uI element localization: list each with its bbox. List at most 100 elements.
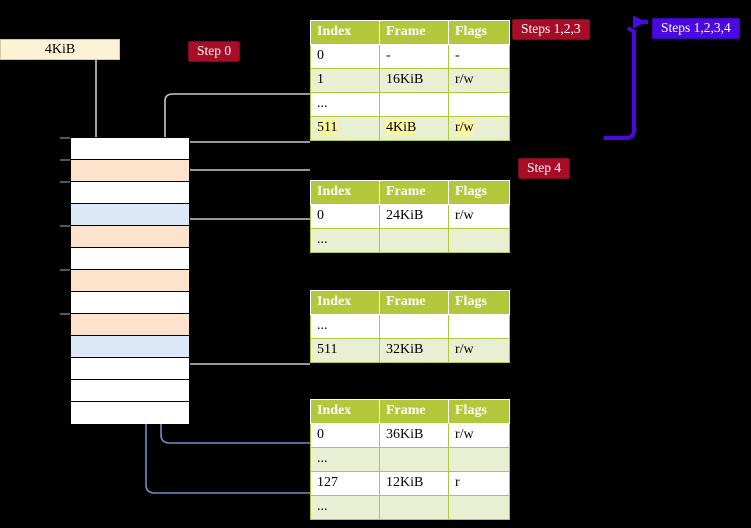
cell-frame-text: 4KiB [386,119,417,135]
memory-frame-row [71,182,189,204]
table-row: 0 - - [310,43,510,69]
column-header-index: Index [310,290,380,315]
memory-tick [60,137,71,139]
column-header-flags: Flags [448,180,510,205]
cell-frame [379,227,449,253]
cell-flags [448,446,510,472]
bracket-steps-1234 [604,15,648,140]
cell-frame: 36KiB [379,422,449,448]
table-row: 0 36KiB r/w [310,422,510,448]
memory-frame-row [71,314,189,336]
memory-frame-row [71,226,189,248]
cell-flags: r/w [448,203,510,229]
badge-steps-1-2-3: Steps 1,2,3 [512,19,590,40]
table-row: ... [310,446,510,472]
column-header-index: Index [310,180,380,205]
cell-frame [379,494,449,520]
table-row: 0 24KiB r/w [310,203,510,229]
column-header-frame: Frame [379,20,449,45]
cell-index-text: 511 [317,119,338,135]
memory-tick [60,159,71,161]
cell-frame [379,313,449,339]
page-table-level-2: Index Frame Flags ... 511 32KiB r/w [310,290,510,363]
column-header-frame: Frame [379,399,449,424]
cell-flags: r [448,470,510,496]
cell-index: ... [310,494,380,520]
cell-index: 1 [310,67,380,93]
cell-frame: 24KiB [379,203,449,229]
cell-frame [379,446,449,472]
column-header-frame: Frame [379,290,449,315]
table-header-row: Index Frame Flags [310,399,510,424]
table-row: 1 16KiB r/w [310,67,510,93]
page-table-level-3: Index Frame Flags 0 24KiB r/w ... [310,180,510,253]
cell-flags [448,313,510,339]
cell-flags-text: r/w [455,119,474,135]
cell-index: 0 [310,43,380,69]
badge-steps-1-2-3-4: Steps 1,2,3,4 [652,18,740,39]
cell-index: ... [310,446,380,472]
cell-index: 511 [310,337,380,363]
table-row: ... [310,313,510,339]
memory-tick [60,225,71,227]
cell-index: ... [310,91,380,117]
column-header-index: Index [310,399,380,424]
page-table-level-1: Index Frame Flags 0 36KiB r/w ... 127 12… [310,399,510,520]
table-header-row: Index Frame Flags [310,180,510,205]
table-row: ... [310,91,510,117]
badge-step-0: Step 0 [188,41,241,62]
cell-index: ... [310,313,380,339]
cell-flags: r/w [448,337,510,363]
cell-flags: r/w [448,115,510,141]
page-table-level-4: Index Frame Flags 0 - - 1 16KiB r/w ... [310,20,510,141]
table-row: ... [310,494,510,520]
wire-memory-to-pml4 [164,93,310,137]
cell-frame: 16KiB [379,67,449,93]
memory-tick [60,181,71,183]
cell-flags: r/w [448,67,510,93]
memory-frame-row [71,292,189,314]
table-row: 127 12KiB r [310,470,510,496]
memory-frame-row [71,336,189,358]
table-row: 511 4KiB r/w [310,115,510,141]
cell-index: 0 [310,422,380,448]
cell-frame: - [379,43,449,69]
wire-memory-to-pdpt [176,169,310,205]
wire-pdpt-to-memory [176,218,310,260]
cell-flags: r/w [448,422,510,448]
cell-frame: 32KiB [379,337,449,363]
memory-frame-row [71,160,189,182]
cell-frame [379,91,449,117]
cell-index: 511 [310,115,380,141]
table-header-row: Index Frame Flags [310,290,510,315]
cell-frame: 12KiB [379,470,449,496]
column-header-flags: Flags [448,20,510,45]
column-header-index: Index [310,20,380,45]
table-row: ... [310,227,510,253]
cell-index: 127 [310,470,380,496]
memory-frame-row [71,402,189,424]
cell-flags [448,494,510,520]
column-header-flags: Flags [448,290,510,315]
memory-frame-row [71,358,189,380]
column-header-frame: Frame [379,180,449,205]
memory-frame-row [71,138,189,160]
memory-frame-row [71,204,189,226]
physical-memory-column [70,137,190,424]
cell-frame: 4KiB [379,115,449,141]
badge-step-4: Step 4 [518,158,571,179]
cell-flags: - [448,43,510,69]
memory-tick [60,269,71,271]
cell-flags [448,227,510,253]
table-row: 511 32KiB r/w [310,337,510,363]
cell-index: ... [310,227,380,253]
wire-pd-to-memory [171,306,310,365]
column-header-flags: Flags [448,399,510,424]
memory-tick [60,313,71,315]
memory-frame-row [71,270,189,292]
cell-index: 0 [310,203,380,229]
memory-frame-row [71,380,189,402]
cell-flags [448,91,510,117]
table-header-row: Index Frame Flags [310,20,510,45]
